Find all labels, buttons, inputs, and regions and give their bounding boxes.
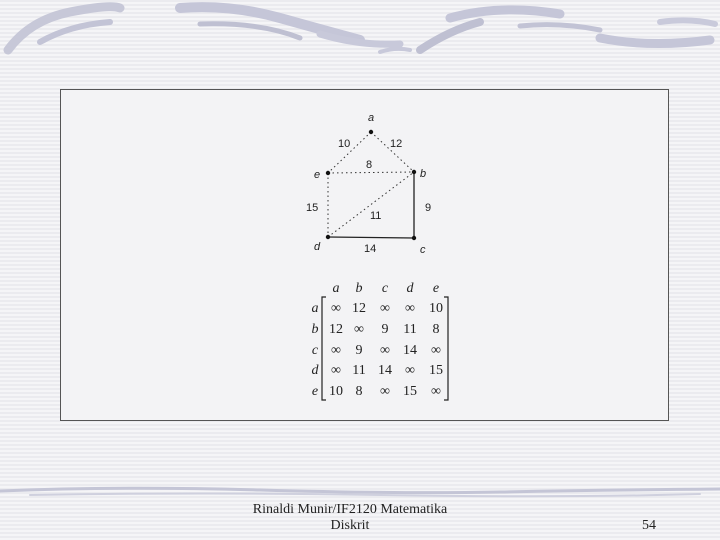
vertex-e (325, 170, 331, 176)
decorative-footer-line (0, 486, 720, 498)
matrix-row-header: c (312, 343, 319, 358)
edge-e-b (327, 171, 415, 174)
footer-line-1: Rinaldi Munir/IF2120 Matematika (252, 502, 448, 517)
matrix-col-header: a (333, 281, 340, 296)
vertex-label-b: b (420, 168, 426, 180)
matrix-cell: ∞ (405, 301, 415, 316)
content-frame (60, 89, 669, 421)
matrix-cell: ∞ (380, 343, 390, 358)
edge-weight-a-e: 10 (338, 138, 350, 150)
matrix-col-header: e (433, 281, 439, 296)
matrix-row-header: b (312, 322, 319, 337)
matrix-cell: 10 (429, 301, 443, 316)
matrix-cell: 12 (352, 301, 366, 316)
matrix-cell: 15 (429, 363, 443, 378)
matrix-row-header: a (312, 301, 319, 316)
footer-line-2: Diskrit (330, 518, 370, 533)
matrix-cell: 15 (403, 384, 417, 399)
page-number: 54 (642, 518, 656, 533)
edge-weight-d-b: 11 (370, 210, 381, 222)
matrix-cell: 9 (356, 343, 363, 358)
matrix-right-bracket (444, 296, 449, 401)
vertex-label-a: a (368, 112, 374, 124)
edge-weight-d-c: 14 (364, 243, 376, 255)
matrix-cell: ∞ (354, 322, 364, 337)
matrix-left-bracket (321, 296, 326, 401)
matrix-cell: ∞ (331, 343, 341, 358)
matrix-cell: ∞ (380, 384, 390, 399)
edge-a-e (327, 131, 372, 174)
matrix-row-header: d (312, 363, 320, 378)
edge-d-b (327, 171, 415, 238)
matrix-col-header: d (407, 281, 415, 296)
edge-weight-a-b: 12 (390, 138, 402, 150)
edge-weight-e-d: 15 (306, 202, 318, 214)
matrix-cell: ∞ (431, 384, 441, 399)
matrix-cell: 14 (403, 343, 417, 358)
vertex-label-e: e (314, 169, 320, 181)
matrix-row-header: e (312, 384, 318, 399)
matrix-cell: 14 (378, 363, 392, 378)
matrix-cell: ∞ (331, 363, 341, 378)
decorative-header-swooshes (3, 2, 718, 55)
vertex-a (368, 129, 374, 135)
matrix-cell: ∞ (405, 363, 415, 378)
matrix-cell: 11 (352, 363, 365, 378)
footer-credit: Rinaldi Munir/IF2120 Matematika Diskrit (250, 502, 450, 534)
matrix-cell: 11 (403, 322, 416, 337)
vertex-b (411, 169, 417, 175)
edge-weight-b-c: 9 (425, 202, 431, 214)
vertex-d (325, 234, 331, 240)
matrix-cell: 8 (433, 322, 440, 337)
matrix-cell: ∞ (331, 301, 341, 316)
matrix-cell: ∞ (431, 343, 441, 358)
edge-d-c (327, 236, 415, 239)
edge-weight-e-b: 8 (366, 159, 372, 171)
matrix-cell: ∞ (380, 301, 390, 316)
matrix-cell: 10 (329, 384, 343, 399)
matrix-cell: 8 (356, 384, 363, 399)
matrix-cell: 12 (329, 322, 343, 337)
edge-a-b (370, 131, 415, 173)
matrix-col-header: b (356, 281, 363, 296)
vertex-c (411, 235, 417, 241)
matrix-col-header: c (382, 281, 389, 296)
vertex-label-d: d (314, 241, 321, 253)
vertex-label-c: c (420, 244, 426, 256)
matrix-cell: 9 (382, 322, 389, 337)
